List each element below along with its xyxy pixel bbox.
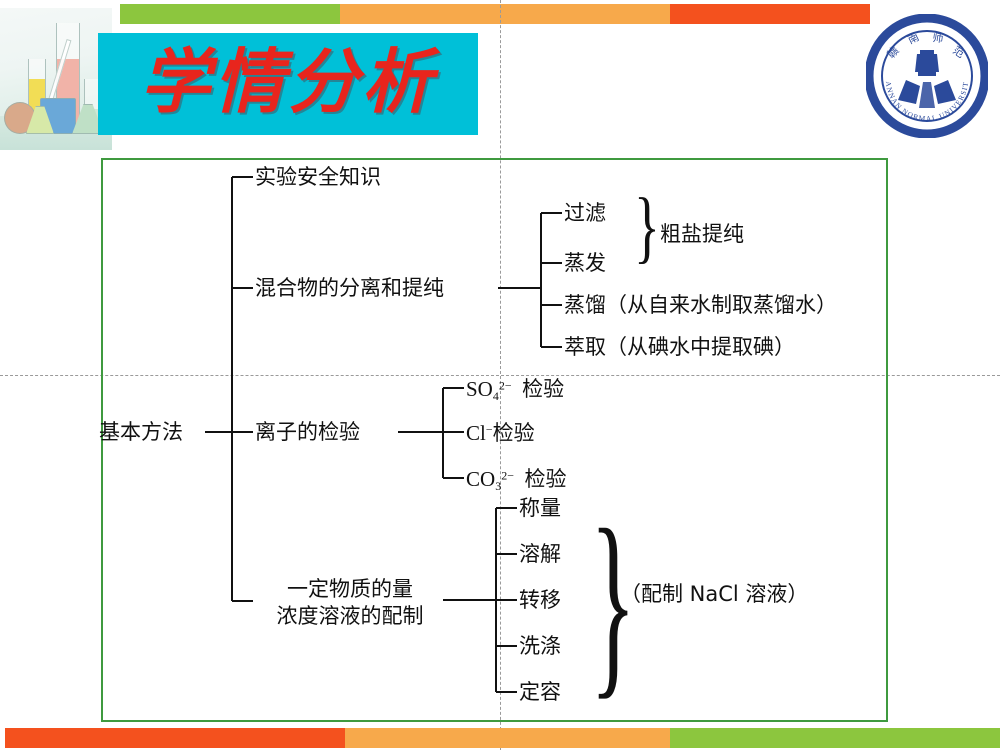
node-evaporation: 蒸发 <box>564 251 606 275</box>
orange-segment <box>345 728 670 748</box>
node-solution-prep: 一定物质的量 浓度溶液的配制 <box>255 576 445 630</box>
node-nacl-solution-label: （配制 NaCl 溶液） <box>620 582 809 606</box>
node-crude-salt-purification: 粗盐提纯 <box>660 222 744 246</box>
node-distillation: 蒸馏（从自来水制取蒸馏水） <box>564 293 837 317</box>
node-step-volume: 定容 <box>519 680 561 704</box>
sulfate-test-suffix: 检验 <box>522 377 565 401</box>
node-step-transfer: 转移 <box>519 588 561 612</box>
crude-salt-brace: } <box>634 181 660 271</box>
node-solution-prep-line2: 浓度溶液的配制 <box>276 603 424 628</box>
node-step-weighing: 称量 <box>519 496 561 520</box>
chloride-test-suffix: 检验 <box>492 421 535 445</box>
page-title: 学情分析 <box>140 45 436 122</box>
svg-text:南: 南 <box>906 30 922 47</box>
node-separation: 混合物的分离和提纯 <box>255 276 444 300</box>
node-extraction: 萃取（从碘水中提取碘） <box>564 335 795 359</box>
red-segment <box>670 4 870 24</box>
node-root: 基本方法 <box>99 420 183 444</box>
university-logo: 赣 南 师 范 GANNAN NORMAL UNIVERSITY <box>866 14 988 138</box>
green-segment <box>120 4 340 24</box>
nacl-solution-brace: } <box>590 486 637 717</box>
seal-icon: 赣 南 师 范 GANNAN NORMAL UNIVERSITY <box>866 14 988 138</box>
node-safety: 实验安全知识 <box>255 165 381 189</box>
node-solution-prep-line1: 一定物质的量 <box>287 577 413 601</box>
green-segment <box>670 728 1000 748</box>
svg-text:师: 师 <box>932 31 945 45</box>
horizontal-guide <box>0 375 1000 376</box>
node-filtration: 过滤 <box>564 201 606 225</box>
orange-segment <box>340 4 670 24</box>
node-step-dissolving: 溶解 <box>519 542 561 566</box>
carbonate-test-suffix: 检验 <box>524 467 567 491</box>
content-frame <box>101 158 888 722</box>
node-chloride-test: Cl−检验 <box>466 421 535 445</box>
slide-title-banner: 学情分析 <box>98 33 478 135</box>
node-carbonate-test: CO32− 检验 <box>466 467 567 494</box>
node-sulfate-test: SO42− 检验 <box>466 377 565 404</box>
node-step-washing: 洗涤 <box>519 634 561 658</box>
red-segment <box>5 728 345 748</box>
node-ion-test: 离子的检验 <box>255 420 360 444</box>
